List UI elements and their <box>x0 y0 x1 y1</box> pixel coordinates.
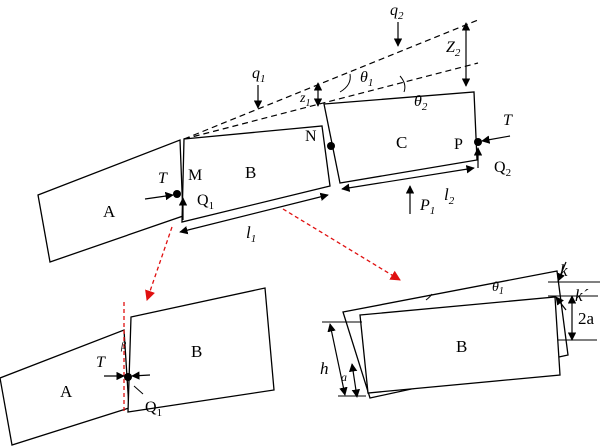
label-t-right: T <box>503 112 513 129</box>
detail-left-label-t: T <box>96 354 106 371</box>
label-l1: l1 <box>246 223 256 245</box>
dashed-line-lower <box>183 62 479 140</box>
pivot-n <box>327 142 335 150</box>
detail-right-label-b: B <box>456 337 467 356</box>
detail-right-label-a: a <box>341 370 347 384</box>
detail-right-h-arrow <box>327 323 348 396</box>
label-q1-force: Q1 <box>197 192 214 212</box>
label-q2-force: Q2 <box>494 159 511 179</box>
detail-right-a-arrow <box>348 363 361 398</box>
label-block-a: A <box>103 202 116 221</box>
detail-left-label-q1: Q1 <box>145 399 162 419</box>
detail-left-pivot <box>124 373 132 381</box>
detail-right: B h a θ1 k k´ 2a <box>320 261 600 399</box>
l2-dimension-arrow <box>341 165 475 192</box>
t-left-arrow <box>144 191 174 201</box>
block-a <box>37 139 184 263</box>
label-z2: Z2 <box>446 39 461 59</box>
pointer-to-detail-right <box>282 208 401 281</box>
pivot-m <box>173 190 181 198</box>
detail-right-label-2a: 2a <box>578 309 595 328</box>
label-q2-load: q2 <box>390 2 404 22</box>
t-right-arrow <box>481 135 511 144</box>
dashed-line-upper <box>183 19 479 140</box>
detail-left: A B T β Q1 <box>0 287 275 446</box>
detail-right-label-k: k <box>560 261 568 280</box>
label-point-p: P <box>454 136 463 153</box>
detail-left-label-a: A <box>60 382 73 401</box>
detail-right-label-h: h <box>320 359 329 378</box>
detail-right-block-rotated <box>359 296 561 394</box>
label-q1-load: q1 <box>252 65 266 85</box>
detail-left-q-arrow <box>131 371 151 380</box>
detail-right-kprime-arrow <box>555 296 567 311</box>
label-z1: z1 <box>299 91 310 109</box>
label-theta2: θ2 <box>414 93 428 113</box>
label-point-m: M <box>188 167 202 184</box>
pivot-p <box>474 138 482 146</box>
label-theta1: θ1 <box>360 69 373 89</box>
label-block-c: C <box>396 133 407 152</box>
detail-right-label-kprime: k´ <box>575 286 589 305</box>
detail-left-q-leader <box>133 385 144 395</box>
pointer-to-detail-left <box>145 226 173 301</box>
label-point-n: N <box>305 128 317 145</box>
detail-right-label-theta: θ1 <box>492 280 504 297</box>
label-block-b: B <box>245 163 256 182</box>
detail-left-label-b: B <box>191 342 202 361</box>
label-l2: l2 <box>444 185 455 207</box>
theta2-arc <box>399 75 406 93</box>
main-structure: A B C M N P T T Q1 Q2 P1 l1 l2 q1 q2 z1 … <box>37 2 513 263</box>
detail-right-theta-arc <box>425 293 433 301</box>
l1-dimension-arrow <box>179 192 329 235</box>
label-p1-force: P1 <box>419 197 435 217</box>
detail-left-label-beta: β <box>120 341 126 352</box>
detail-right-k-arrow <box>557 261 567 282</box>
theta1-arc <box>339 73 351 93</box>
label-t-left: T <box>158 170 168 187</box>
block-c <box>323 91 478 184</box>
